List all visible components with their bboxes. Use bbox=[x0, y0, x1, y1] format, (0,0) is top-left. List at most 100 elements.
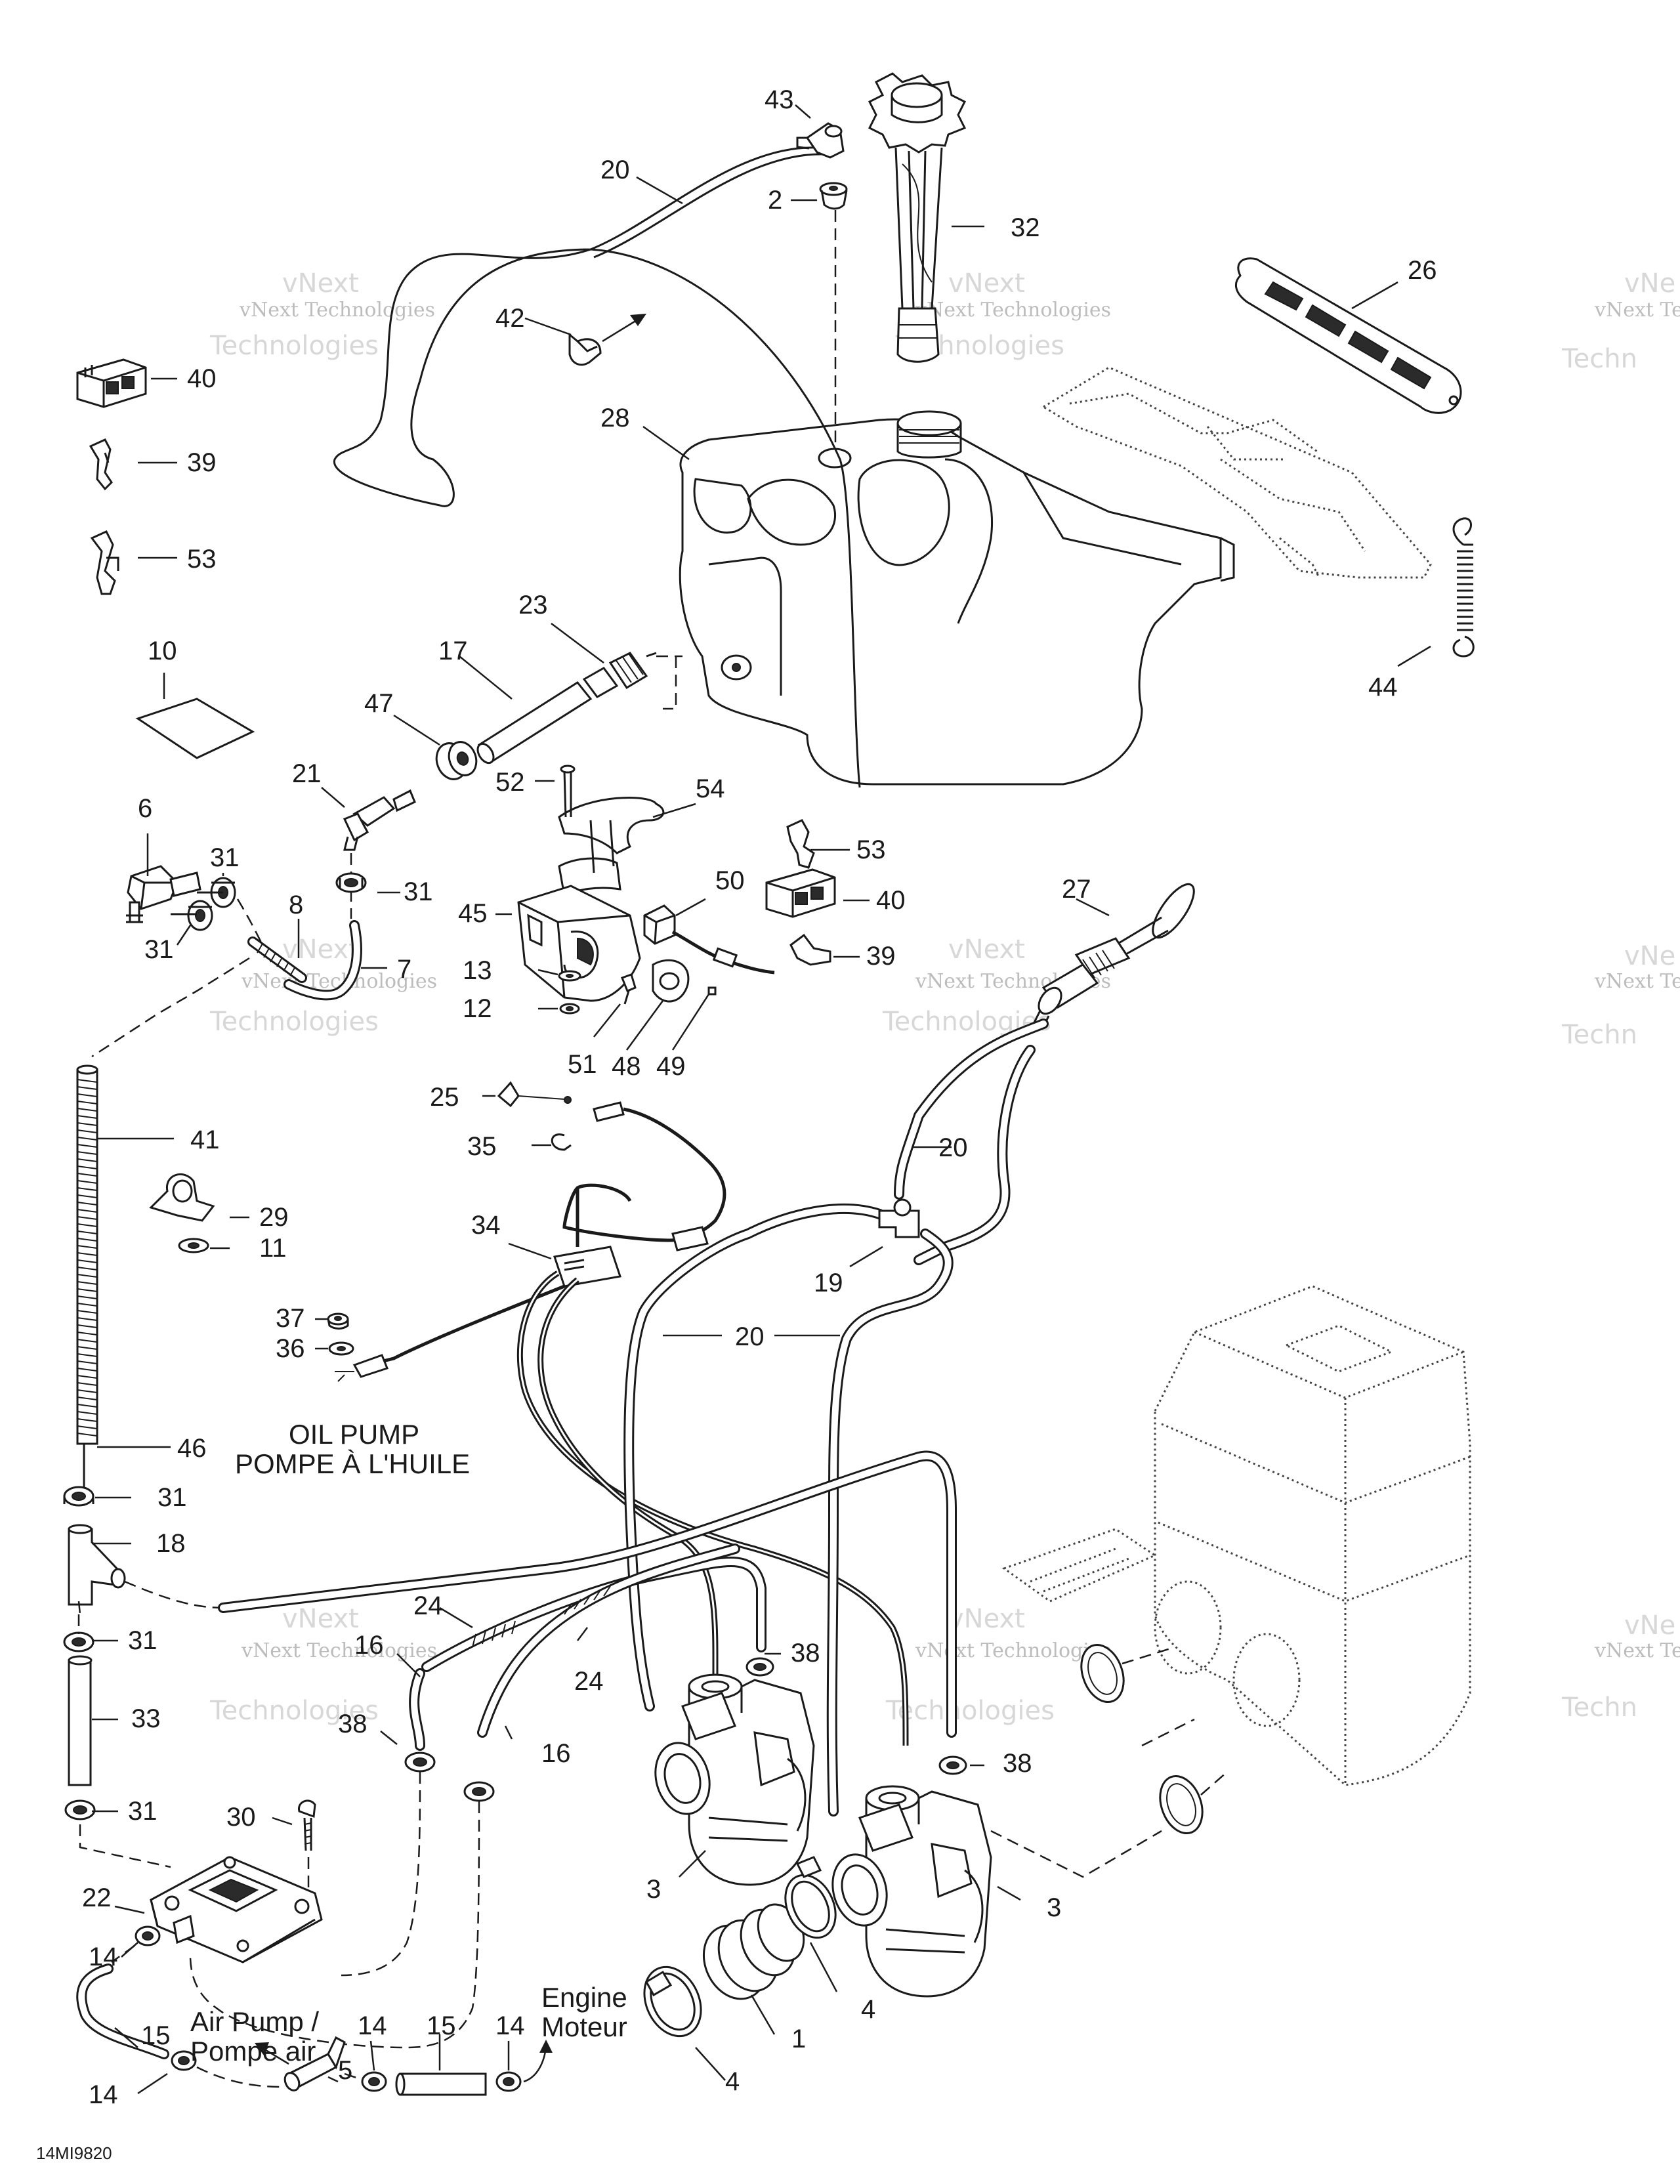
air-pump-label-fr: Pompe air bbox=[190, 2036, 316, 2067]
hose-ridge bbox=[77, 1166, 98, 1169]
callout-45: 45 bbox=[458, 899, 488, 928]
watermark-vnext: vNext bbox=[948, 1604, 1025, 1634]
fuel-line-24-b bbox=[477, 1544, 740, 1738]
clamp-14-bottom-right bbox=[495, 2071, 522, 2092]
hose-ridge bbox=[77, 1310, 98, 1314]
connector-40-mid bbox=[765, 868, 836, 918]
callout-23: 23 bbox=[518, 591, 548, 620]
bushing-47 bbox=[435, 741, 478, 780]
callout-48: 48 bbox=[612, 1052, 641, 1081]
tank-strap bbox=[1234, 257, 1462, 414]
elbow-fitting-21 bbox=[343, 789, 416, 851]
callout-34: 34 bbox=[471, 1211, 501, 1240]
clip-35 bbox=[551, 1133, 572, 1151]
callout-47: 47 bbox=[364, 689, 394, 718]
callout-28: 28 bbox=[600, 404, 630, 432]
hose-ridge bbox=[77, 1115, 98, 1119]
hose-ridge bbox=[77, 1274, 98, 1278]
hose-ridge bbox=[77, 1122, 98, 1126]
callout-37: 37 bbox=[276, 1304, 305, 1333]
clamp-31-left-b bbox=[187, 900, 213, 931]
hose-ridge bbox=[77, 1173, 98, 1177]
boot-right bbox=[1159, 1774, 1204, 1835]
grommet-2 bbox=[819, 182, 848, 210]
terminal-53-mid bbox=[786, 819, 815, 869]
watermark-tech-small: vNext Technologies bbox=[239, 299, 435, 322]
leader-dash bbox=[124, 1580, 224, 1609]
watermark-partial: vNext Te bbox=[1594, 1639, 1680, 1662]
oil-pump-label-fr: POMPE À L'HUILE bbox=[235, 1448, 470, 1479]
hose-ridge bbox=[77, 1093, 98, 1097]
watermark-partial: Techn bbox=[1561, 1020, 1637, 1050]
hose-ridge bbox=[77, 1230, 98, 1234]
hose-ridge bbox=[77, 1360, 98, 1364]
callout-7: 7 bbox=[397, 955, 411, 984]
watermark-tech-small: vNext Technologies bbox=[915, 299, 1111, 322]
boot-48 bbox=[652, 959, 690, 1003]
watermark-partial: vNe bbox=[1624, 941, 1675, 971]
callout-54: 54 bbox=[696, 774, 725, 803]
callout-25: 25 bbox=[430, 1083, 459, 1112]
callout-14: 14 bbox=[89, 2080, 118, 2109]
hose-ridge bbox=[77, 1101, 98, 1104]
callout-4: 4 bbox=[861, 1995, 875, 2024]
callout-42: 42 bbox=[495, 304, 525, 333]
hose-ridge bbox=[77, 1267, 98, 1270]
callout-24: 24 bbox=[413, 1591, 443, 1620]
callout-26: 26 bbox=[1408, 256, 1437, 285]
callout-20: 20 bbox=[735, 1322, 765, 1351]
callout-50: 50 bbox=[715, 866, 745, 895]
arrow-head bbox=[630, 314, 646, 326]
nut-37 bbox=[327, 1312, 349, 1330]
hose-ridge bbox=[77, 1194, 98, 1198]
callout-31: 31 bbox=[158, 1483, 187, 1512]
clamp-14-pump bbox=[135, 1925, 161, 1946]
engine-label-fr: Moteur bbox=[541, 2011, 627, 2042]
callout-3: 3 bbox=[1047, 1893, 1061, 1922]
callout-31: 31 bbox=[404, 877, 433, 906]
callout-5: 5 bbox=[338, 2056, 352, 2085]
clip-42 bbox=[568, 332, 602, 366]
watermark-tech-small: vNext Technologies bbox=[241, 1639, 437, 1662]
callout-2: 2 bbox=[768, 186, 782, 215]
decal-10 bbox=[135, 698, 255, 759]
callout-19: 19 bbox=[814, 1269, 843, 1297]
callout-15: 15 bbox=[427, 2011, 456, 2040]
hose-ridge bbox=[77, 1180, 98, 1184]
hose-ridge bbox=[77, 1324, 98, 1328]
leader-dash bbox=[1122, 1646, 1228, 1796]
valve-6 bbox=[126, 865, 201, 923]
hose-ridge bbox=[77, 1245, 98, 1249]
callout-39: 39 bbox=[187, 448, 217, 477]
fuel-line-17 bbox=[476, 681, 593, 765]
callout-36: 36 bbox=[276, 1334, 305, 1363]
callout-21: 21 bbox=[292, 759, 322, 788]
vent-line-top bbox=[333, 146, 861, 788]
air-silencer bbox=[1001, 1285, 1471, 1786]
watermark-vnext: vNext bbox=[282, 268, 359, 299]
callout-31: 31 bbox=[128, 1797, 158, 1826]
hose-ridge bbox=[77, 1086, 98, 1090]
callout-53: 53 bbox=[856, 835, 886, 864]
hose-ridge bbox=[77, 1223, 98, 1227]
primer-27 bbox=[1032, 883, 1195, 1028]
clamp-29 bbox=[149, 1173, 215, 1222]
callout-38: 38 bbox=[791, 1639, 820, 1668]
hose-ridge bbox=[77, 1209, 98, 1213]
pin-49 bbox=[707, 986, 717, 996]
hose-ridge bbox=[77, 1375, 98, 1379]
cable-end-25 bbox=[497, 1081, 572, 1108]
clamp-14-bottom-mid bbox=[361, 2071, 387, 2092]
tee-19 bbox=[878, 1198, 920, 1238]
callout-13: 13 bbox=[463, 956, 492, 985]
hose-ridge bbox=[77, 1425, 98, 1429]
hose-ridge bbox=[77, 1129, 98, 1133]
fuel-tank bbox=[679, 410, 1235, 786]
callout-20: 20 bbox=[600, 156, 630, 184]
watermark-partial: vNext Te bbox=[1594, 970, 1680, 993]
terminal-53-left bbox=[90, 530, 119, 595]
callout-39: 39 bbox=[866, 942, 896, 971]
nut-12 bbox=[559, 1003, 580, 1015]
callout-16: 16 bbox=[354, 1631, 384, 1660]
